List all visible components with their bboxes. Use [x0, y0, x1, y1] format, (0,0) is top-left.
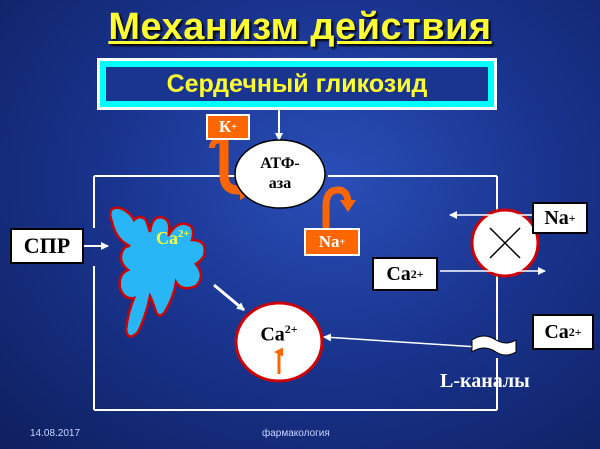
l-channel-shape — [471, 335, 517, 356]
slide-title: Механизм действия — [108, 6, 492, 48]
atpase-label: АТФ- аза — [260, 155, 300, 192]
na-outflow-arrowhead — [340, 200, 356, 212]
l-channel-arrow — [323, 333, 479, 348]
cytosol-ca-circle — [234, 301, 324, 383]
sr-ca-label: Ca2+ — [156, 228, 190, 248]
k-ion-box: К+ — [206, 114, 250, 140]
atpase-ellipse — [234, 139, 326, 209]
na-outflow-arrow — [322, 186, 352, 230]
sarcoplasmic-reticulum — [109, 206, 206, 338]
na-pump-box: Na+ — [304, 228, 360, 256]
cell-membrane — [93, 175, 498, 411]
cytosol-ca-label: Ca2+ — [260, 322, 298, 346]
na-extracellular-box: Na+ — [532, 202, 588, 234]
footer-subject: фармакология — [262, 428, 330, 439]
spr-box: СПР — [10, 228, 84, 264]
k-inflow-arrow — [219, 133, 251, 195]
l-channels-label: L-каналы — [440, 370, 530, 392]
drug-box: Сердечный гликозид — [97, 58, 497, 110]
sr-release-arrow — [213, 283, 245, 312]
footer-date: 14.08.2017 — [30, 428, 81, 439]
drug-label: Сердечный гликозид — [106, 67, 488, 101]
